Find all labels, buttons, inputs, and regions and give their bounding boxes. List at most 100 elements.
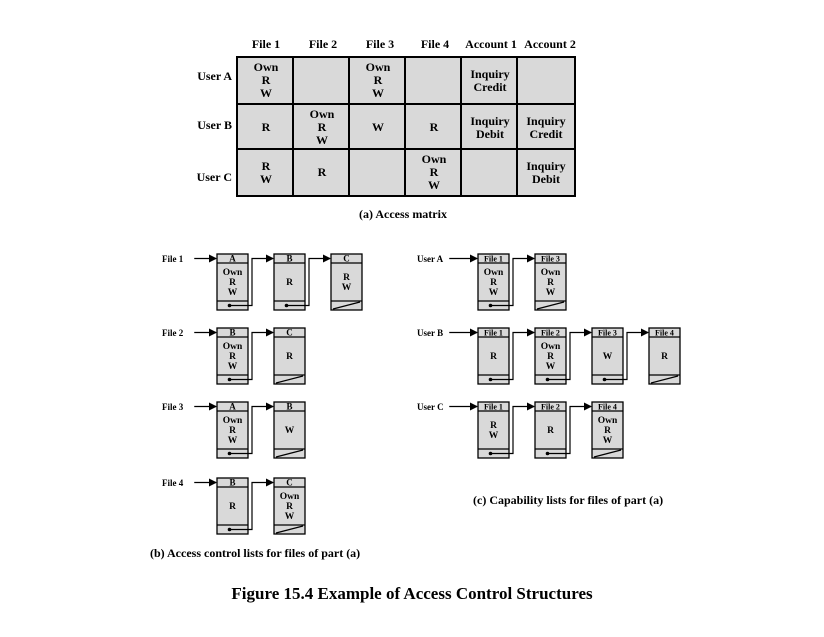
cell-rights: Inquiry Credit: [526, 113, 566, 141]
matrix-cell: Inquiry Credit: [516, 103, 576, 152]
node-name: File 2: [541, 329, 560, 338]
node-rights: W: [228, 362, 238, 372]
node-rights: Own: [541, 342, 561, 352]
node-name: B: [286, 402, 292, 412]
matrix-col-header: Account 2: [524, 37, 576, 51]
node-rights: W: [603, 352, 613, 362]
cell-rights: Own R W: [365, 60, 391, 100]
node-name: File 1: [484, 255, 503, 264]
node-rights: W: [228, 436, 238, 446]
cell-rights: W: [372, 120, 384, 134]
matrix-cell: Own R W: [348, 56, 408, 105]
pointer-arrow: [229, 402, 274, 455]
node-rights: R: [286, 278, 293, 288]
cell-rights: R W: [260, 158, 272, 186]
matrix-cell: [292, 56, 352, 105]
list-head-label: File 2: [162, 328, 184, 338]
cell-rights: Inquiry Debit: [470, 113, 510, 141]
list-head-label: File 3: [162, 402, 184, 412]
acl-caption: (b) Access control lists for files of pa…: [150, 546, 361, 560]
list-head-label: User A: [417, 254, 444, 264]
node-rights: R: [229, 502, 236, 512]
node-rights: W: [546, 362, 556, 372]
node-name: File 1: [484, 403, 503, 412]
node-name: B: [229, 478, 235, 488]
node-rights: Own: [598, 416, 618, 426]
node-name: File 3: [598, 329, 617, 338]
cell-rights: Inquiry Debit: [526, 158, 566, 186]
node-rights: Own: [223, 416, 243, 426]
node-rights: R: [547, 352, 554, 362]
pointer-arrow: [286, 254, 331, 307]
node-name: File 1: [484, 329, 503, 338]
null-pointer: [650, 375, 679, 384]
matrix-caption: (a) Access matrix: [359, 207, 447, 221]
node-rights: W: [285, 512, 295, 522]
matrix-cell: R W: [236, 148, 296, 197]
matrix-col-header: File 2: [308, 37, 338, 51]
matrix-row-header: User B: [197, 118, 232, 132]
matrix-cell: Own R W: [236, 56, 296, 105]
node-rights: W: [228, 288, 238, 298]
node-rights: Own: [541, 268, 561, 278]
node-name: File 3: [541, 255, 560, 264]
pointer-arrow: [547, 328, 592, 381]
pointer-arrow: [547, 402, 592, 455]
matrix-cell: R: [404, 103, 464, 152]
node-name: C: [286, 478, 293, 488]
null-pointer: [275, 449, 304, 458]
node-rights: W: [546, 288, 556, 298]
matrix-cell: Inquiry Credit: [460, 56, 520, 105]
node-rights: R: [661, 352, 668, 362]
pointer-arrow: [490, 254, 535, 307]
matrix-col-header: File 4: [420, 37, 450, 51]
pointer-arrow: [229, 328, 274, 381]
null-pointer: [332, 301, 361, 310]
matrix-col-header: File 1: [251, 37, 281, 51]
cell-rights: Own R W: [309, 107, 335, 147]
node-name: A: [229, 254, 236, 264]
node-rights: Own: [223, 268, 243, 278]
matrix-cell: Inquiry Debit: [460, 103, 520, 152]
pointer-arrow: [604, 328, 649, 381]
matrix-cell: Own R W: [404, 148, 464, 197]
node-rights: W: [342, 283, 352, 293]
matrix-col-header: Account 1: [465, 37, 517, 51]
cell-rights: R: [261, 120, 271, 134]
matrix-cell: [348, 148, 408, 197]
node-rights: R: [343, 273, 350, 283]
node-name: File 2: [541, 403, 560, 412]
node-rights: R: [286, 352, 293, 362]
node-name: File 4: [655, 329, 674, 338]
node-rights: R: [604, 426, 611, 436]
node-rights: R: [229, 278, 236, 288]
null-pointer: [275, 375, 304, 384]
node-rights: R: [547, 278, 554, 288]
null-pointer: [536, 301, 565, 310]
node-rights: W: [489, 431, 499, 441]
node-name: B: [229, 328, 235, 338]
null-pointer: [275, 525, 304, 534]
list-head-label: User B: [417, 328, 443, 338]
null-pointer: [593, 449, 622, 458]
pointer-arrow: [229, 254, 274, 307]
matrix-col-header: File 3: [365, 37, 395, 51]
list-head-label: File 4: [162, 478, 184, 488]
cell-rights: Inquiry Credit: [470, 66, 510, 94]
node-name: File 4: [598, 403, 617, 412]
node-name: C: [343, 254, 350, 264]
node-rights: W: [603, 436, 613, 446]
node-rights: R: [490, 352, 497, 362]
node-rights: R: [490, 278, 497, 288]
node-rights: R: [229, 426, 236, 436]
node-name: A: [229, 402, 236, 412]
node-rights: Own: [484, 268, 504, 278]
cap-caption: (c) Capability lists for files of part (…: [473, 493, 664, 507]
matrix-row-header: User A: [197, 69, 232, 83]
node-rights: R: [229, 352, 236, 362]
node-rights: Own: [280, 492, 300, 502]
pointer-arrow: [229, 478, 274, 531]
list-head-label: File 1: [162, 254, 184, 264]
pointer-arrow: [490, 402, 535, 455]
